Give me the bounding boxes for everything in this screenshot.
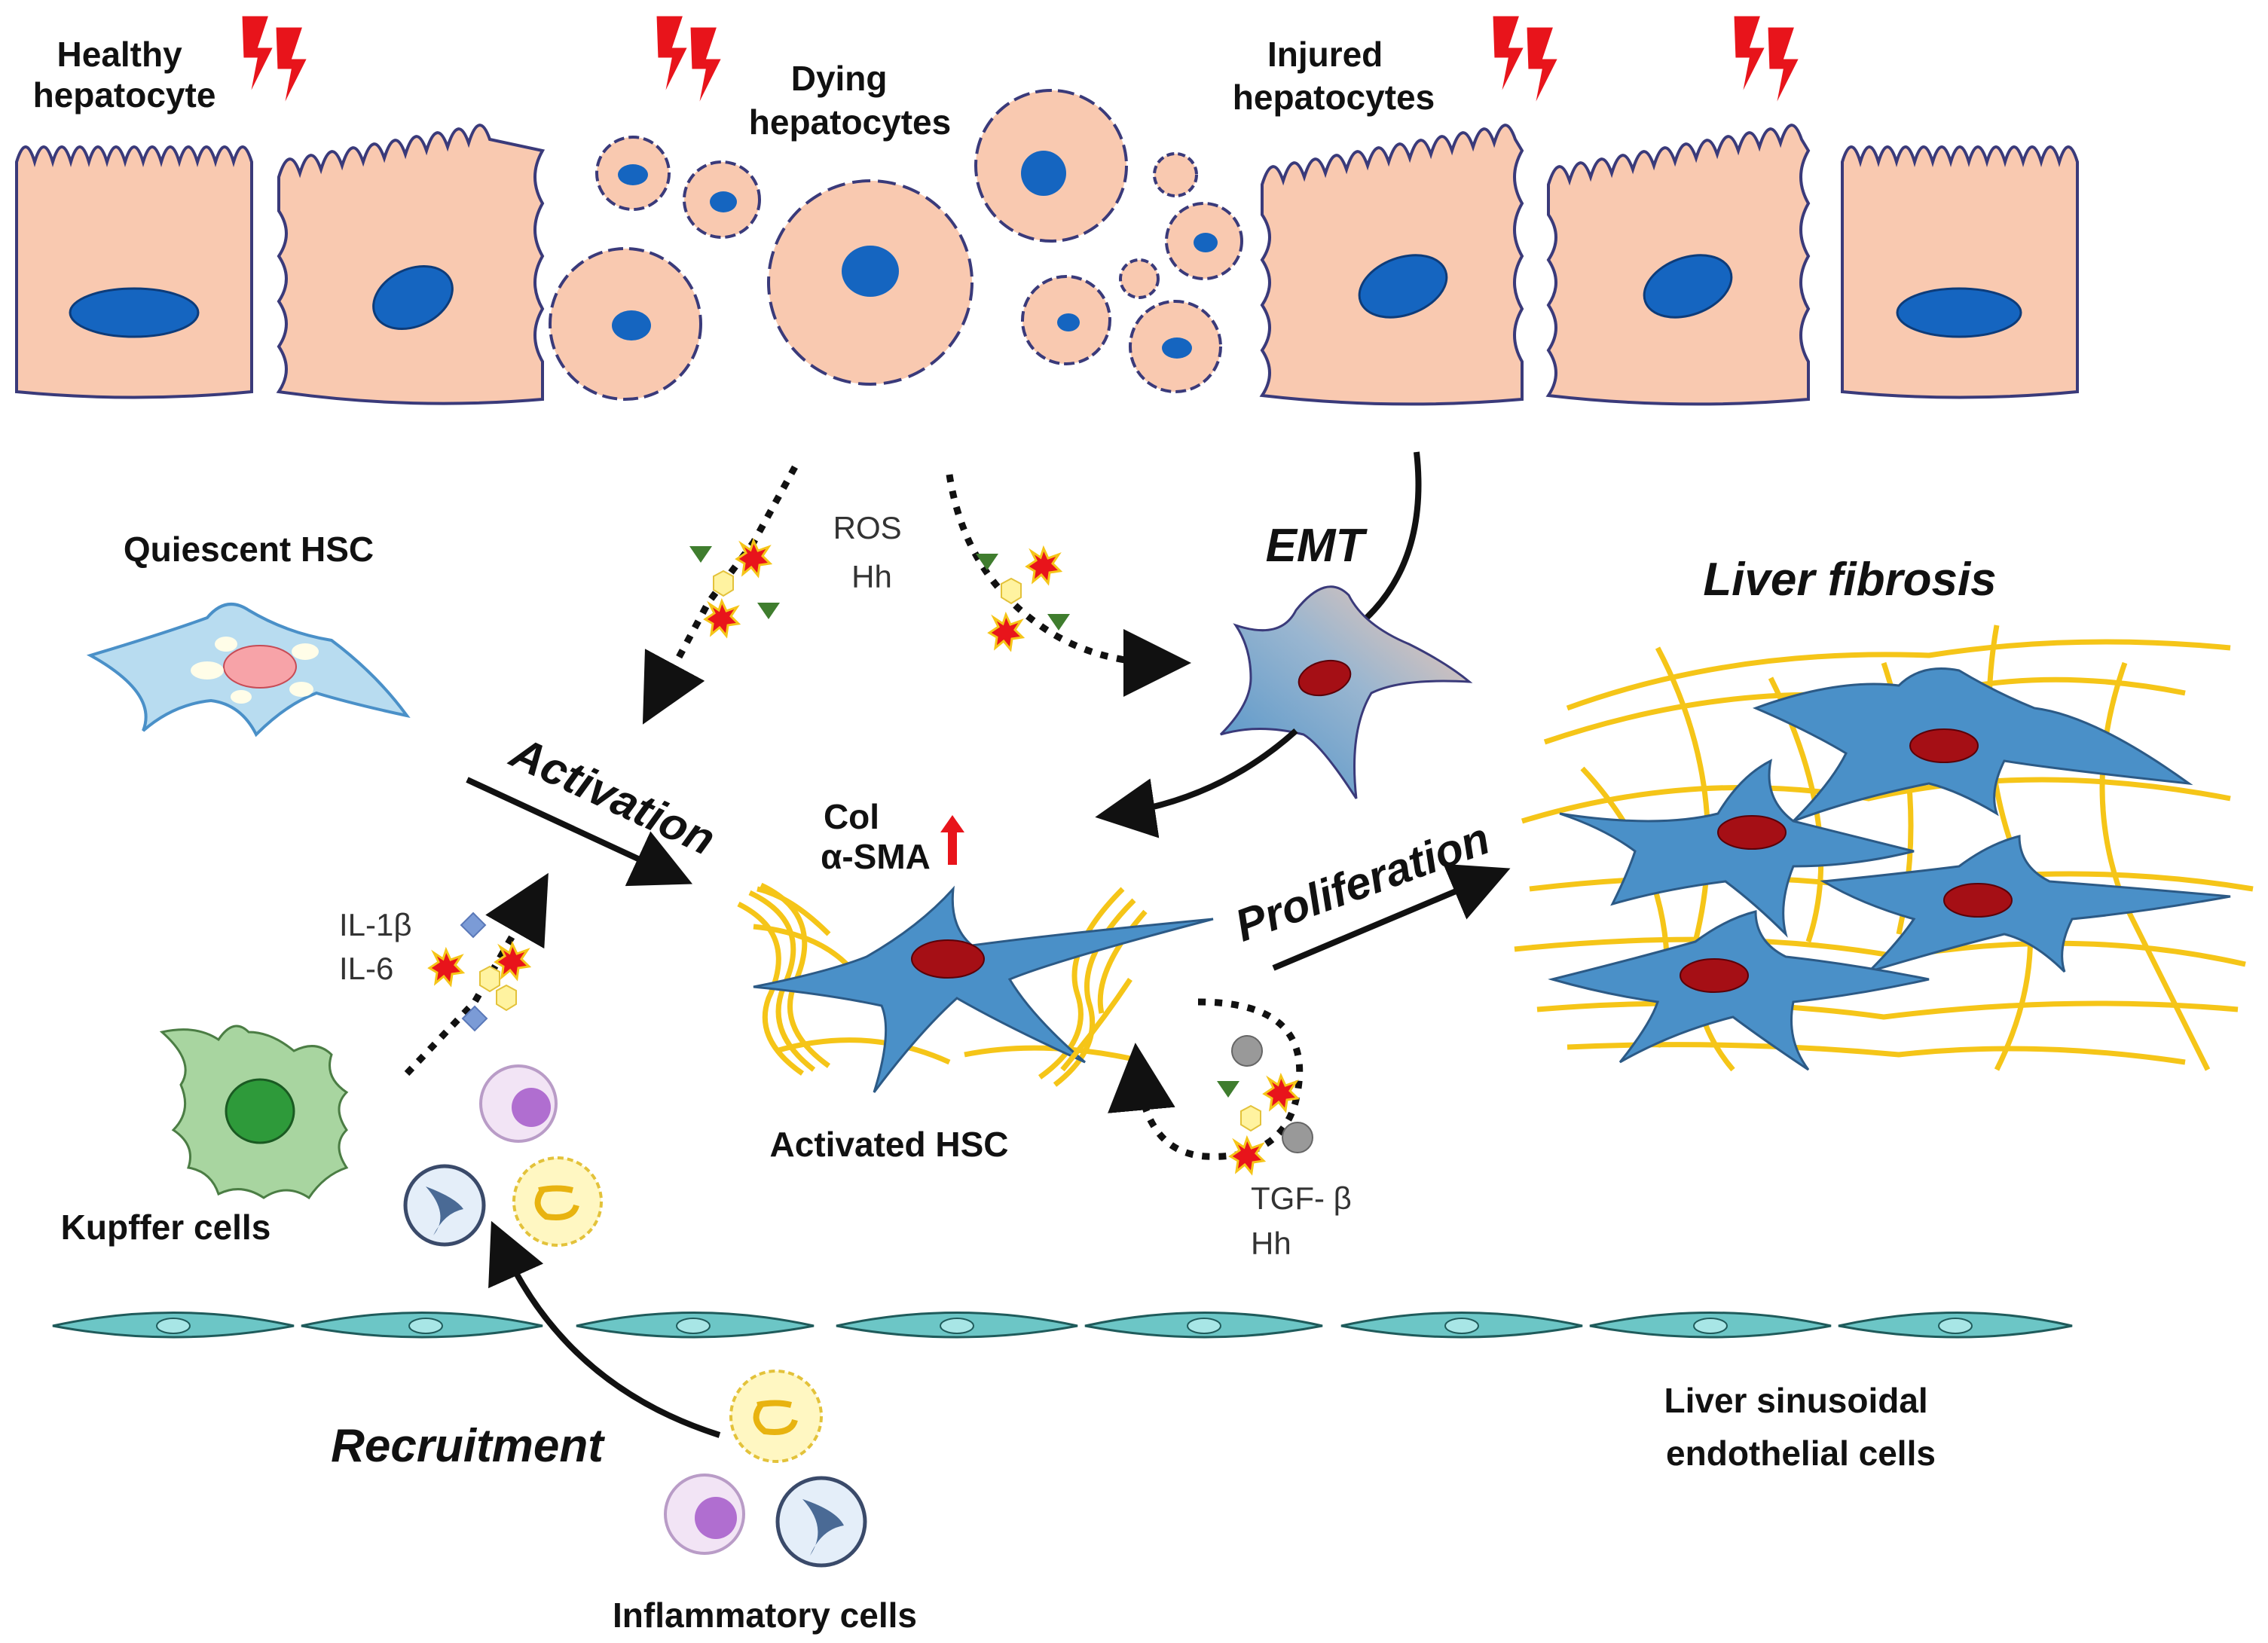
ros-star-icon — [494, 942, 530, 980]
ros-star-icon — [1229, 1137, 1265, 1174]
inflammatory-cells-label: Inflammatory cells — [613, 1596, 917, 1635]
hh-triangle-icon — [689, 546, 712, 563]
proliferation-arrow — [1272, 863, 1511, 971]
emt-label: EMT — [1266, 520, 1368, 572]
hh-triangle-icon — [757, 603, 780, 619]
il1b-il6-signals — [404, 872, 549, 1077]
lightning-bolt-icon — [1490, 14, 1560, 111]
healthy-hepatocyte-label: Healthy hepatocyte — [33, 35, 216, 115]
molecule-icon — [713, 570, 734, 597]
hh-triangle-icon — [976, 554, 998, 570]
ros-star-icon — [704, 600, 740, 637]
il1b-il6-label: IL-1β IL-6 — [339, 907, 420, 986]
molecule-icon — [479, 966, 500, 992]
molecule-icon — [1240, 1105, 1261, 1131]
healthy-hepatocyte-cell — [1841, 145, 2079, 399]
emt-transitioning-cell — [1219, 585, 1473, 799]
activation-arrow — [466, 777, 693, 887]
injured-hepatocytes-label: Injured hepatocytes — [1233, 35, 1435, 117]
recruited-immune-cells — [403, 1064, 603, 1247]
tgf-circle-icon — [1282, 1122, 1313, 1153]
injured-hepatocyte-cell — [1545, 124, 1811, 406]
tgf-beta-autocrine-loop — [1108, 998, 1313, 1174]
liver-fibrosis-tissue — [1514, 625, 2254, 1072]
cytokine-diamond-icon — [460, 912, 486, 938]
lightning-bolt-icon — [654, 14, 724, 111]
activated-hsc-label: Activated HSC — [770, 1125, 1009, 1164]
svg-text:α-SMA: α-SMA — [821, 837, 931, 876]
ros-star-icon — [735, 539, 772, 577]
hh-triangle-icon — [1047, 614, 1070, 631]
quiescent-hsc-label: Quiescent HSC — [124, 530, 374, 569]
kupffer-cells-label: Kupffer cells — [61, 1208, 271, 1247]
tgf-hh-label: TGF- β Hh — [1251, 1180, 1360, 1261]
healthy-hepatocyte-cell — [15, 145, 253, 399]
ros-star-icon — [988, 613, 1024, 651]
kupffer-cell — [159, 1025, 349, 1200]
recruitment-label: Recruitment — [331, 1420, 605, 1472]
inflammatory-cells-group — [664, 1370, 867, 1568]
endothelial-layer — [52, 1312, 2073, 1339]
recruitment-arrow — [488, 1220, 721, 1438]
ros-star-icon — [1263, 1074, 1299, 1112]
tgf-circle-icon — [1231, 1035, 1263, 1067]
lightning-bolt-icon — [240, 14, 310, 111]
quiescent-hsc-cell — [86, 603, 411, 738]
liver-fibrosis-label: Liver fibrosis — [1703, 554, 1996, 606]
dying-hepatocytes-cluster — [549, 89, 1243, 401]
ros-star-icon — [1025, 547, 1062, 585]
col-sma-label: Col α-SMA — [821, 797, 964, 876]
dying-hepatocytes-label: Dying hepatocytes — [749, 59, 951, 142]
ros-hh-signals — [642, 465, 1191, 725]
lightning-bolt-icon — [1732, 14, 1802, 111]
ros-star-icon — [428, 948, 464, 986]
hepatocyte-row — [15, 89, 2079, 406]
injury-signals — [240, 14, 1802, 111]
hh-triangle-icon — [1217, 1081, 1239, 1098]
up-arrow-icon — [940, 815, 964, 865]
ros-hh-label: ROS Hh — [833, 510, 911, 594]
molecule-icon — [496, 985, 517, 1011]
injured-hepatocyte-cell — [276, 124, 546, 405]
molecule-icon — [1001, 578, 1022, 604]
injured-hepatocyte-cell — [1259, 124, 1524, 406]
emt-to-activated-arrow — [1095, 728, 1298, 838]
lsec-label: Liver sinusoidal endothelial cells — [1664, 1381, 1938, 1473]
activated-hsc-cell — [737, 882, 1214, 1093]
svg-text:Col: Col — [824, 797, 879, 836]
